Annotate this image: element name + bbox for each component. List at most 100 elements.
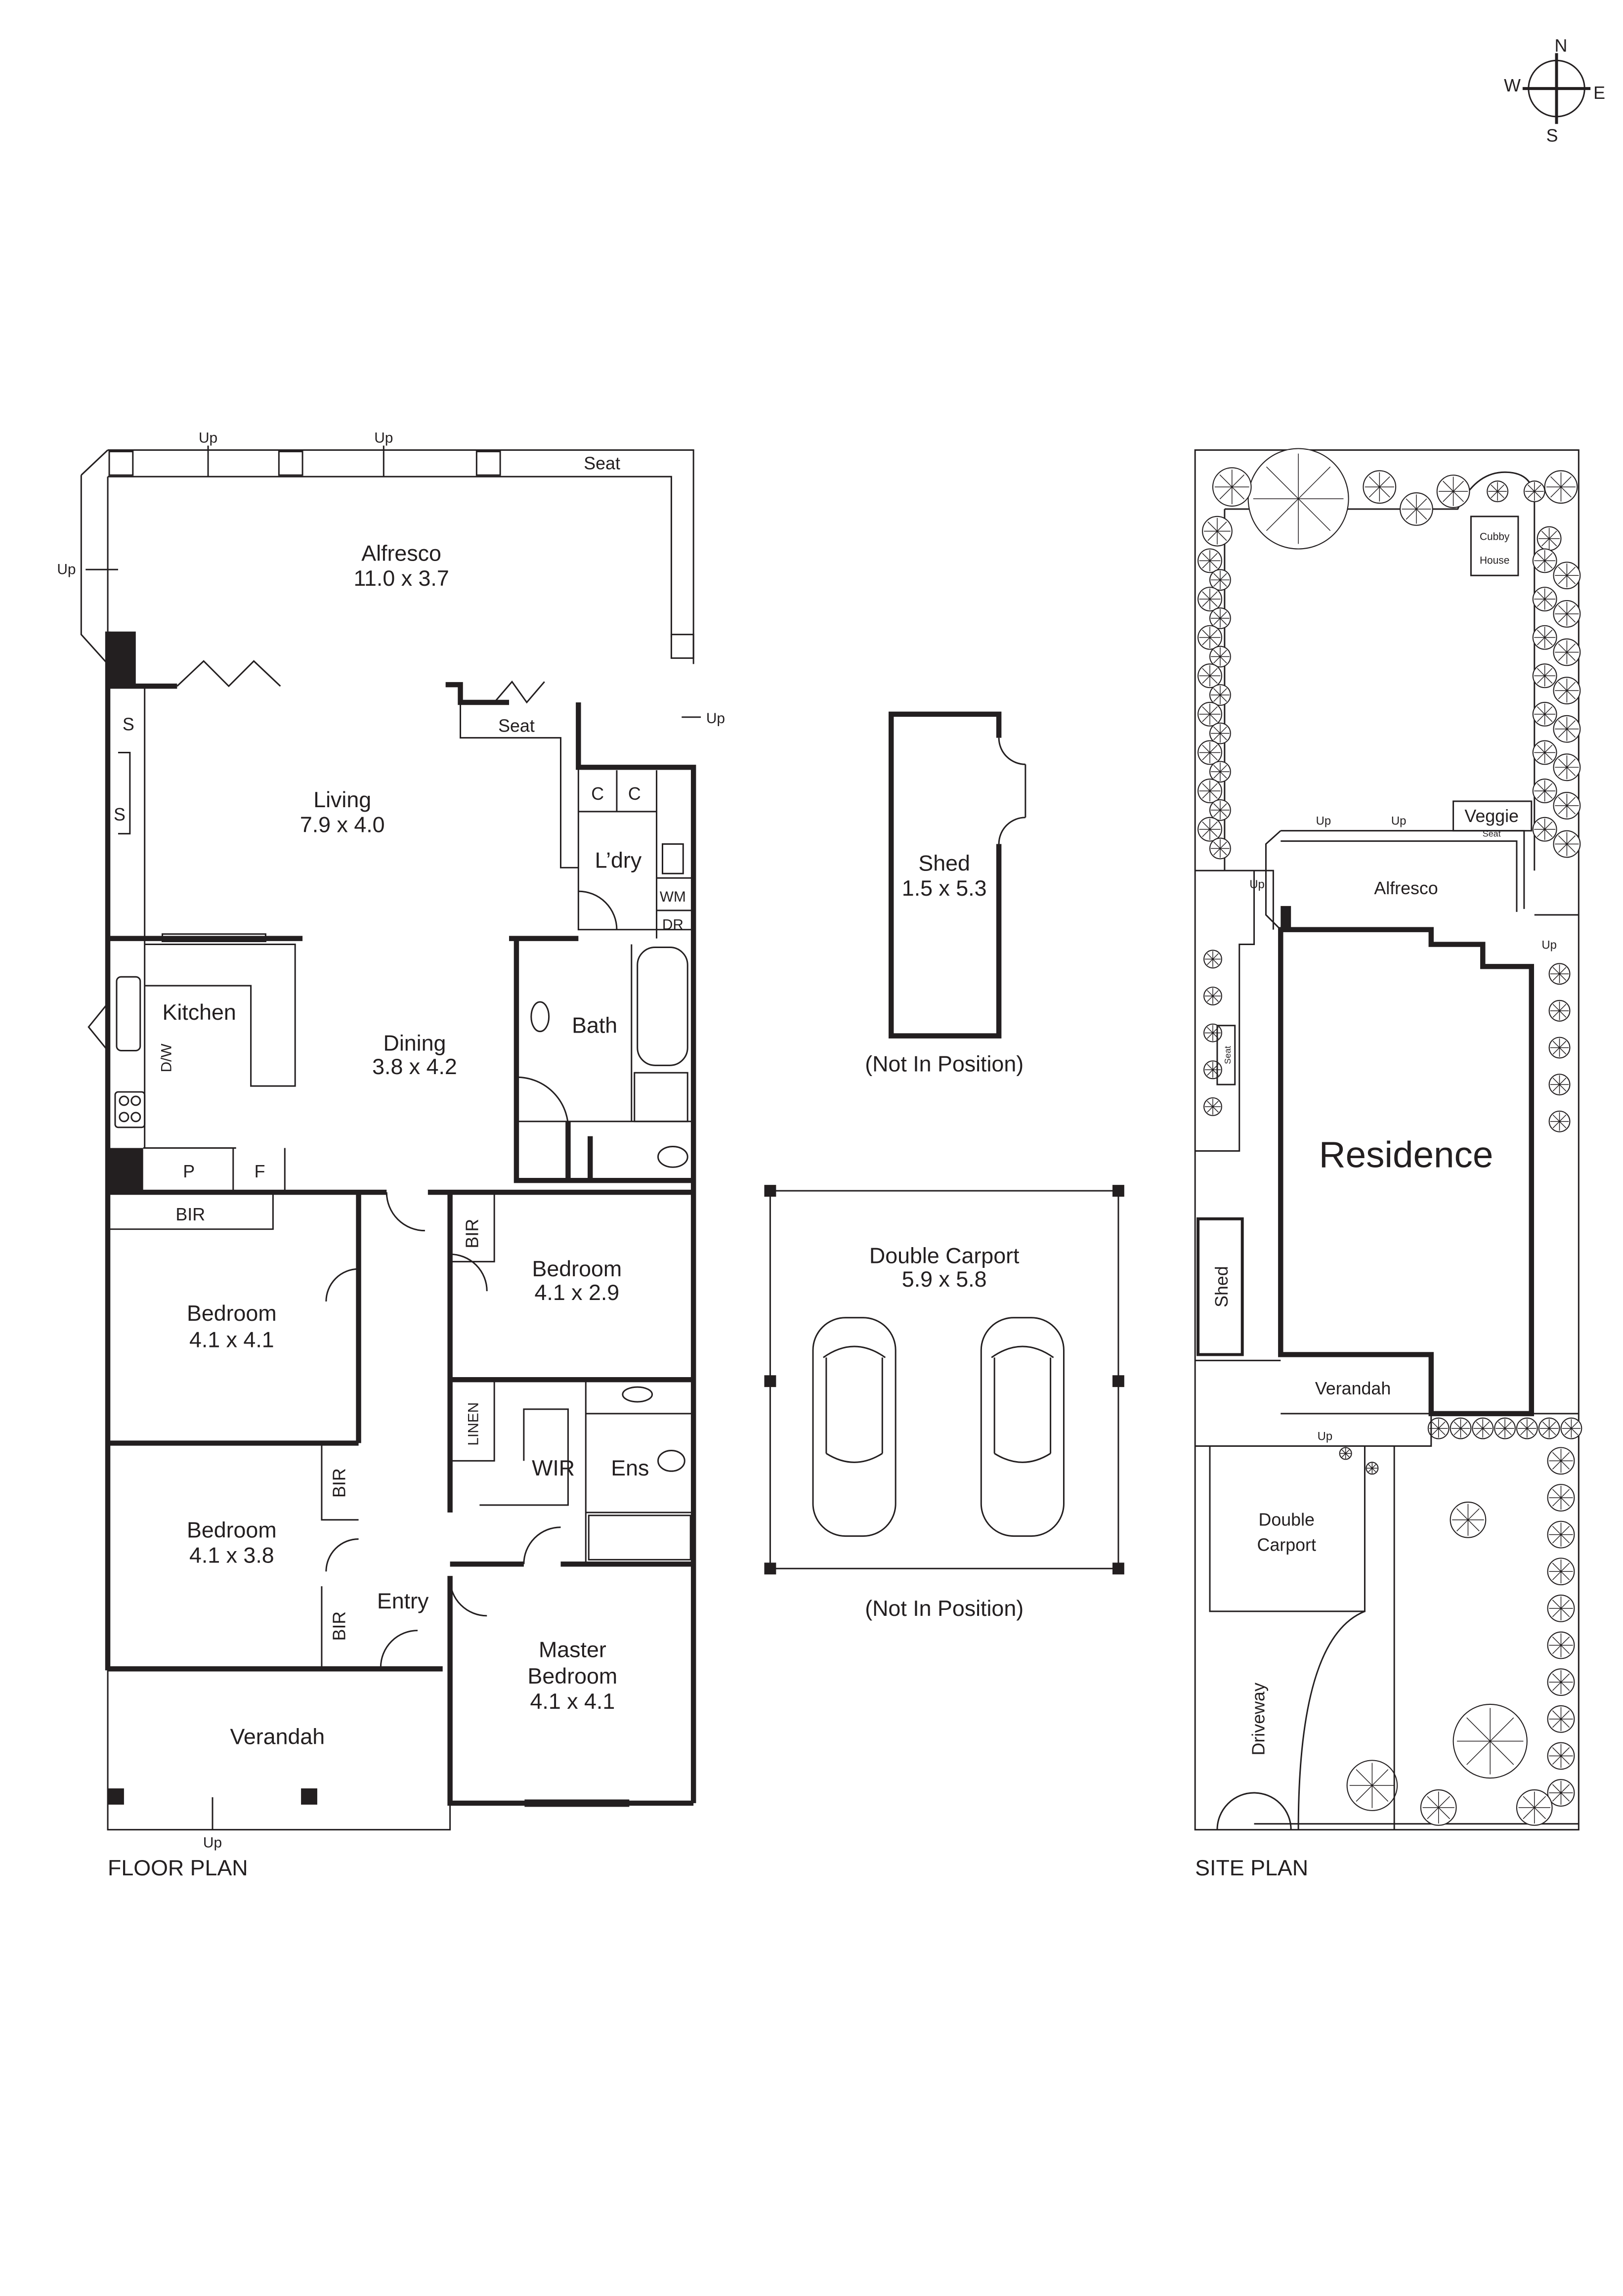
tree-icon (1203, 950, 1222, 969)
site-verandah-label: Verandah (1315, 1379, 1391, 1398)
tree-icon (1553, 600, 1581, 628)
built-in-robes (108, 1192, 694, 1668)
site-boundary (1194, 449, 1580, 1831)
carport-note: (Not In Position) (865, 1596, 1024, 1621)
shed-size: 1.5 x 5.3 (902, 876, 987, 901)
tree-icon (1197, 779, 1222, 804)
tree-icon (1197, 587, 1222, 611)
tree-icon (1427, 1417, 1450, 1439)
tree-icon (1212, 467, 1252, 507)
tree-icon (1202, 516, 1233, 547)
entry-label: Entry (377, 1589, 429, 1613)
bir-label: BIR (462, 1219, 482, 1249)
bedroom-4-size: 4.1 x 3.8 (189, 1543, 274, 1567)
bath-walls (513, 938, 694, 1183)
tree-icon (1197, 625, 1222, 650)
residence-label: Residence (1319, 1133, 1494, 1175)
tree-icon (1537, 526, 1562, 551)
site-shed-label: Shed (1212, 1266, 1232, 1307)
compass: N W E S (1504, 36, 1605, 145)
tree-icon (1197, 701, 1222, 727)
alfresco-size: 11.0 x 3.7 (353, 566, 449, 591)
pantry-fridge (143, 1147, 286, 1193)
bifold-doors (176, 660, 545, 704)
compass-n: N (1555, 36, 1568, 55)
tree-icon (1203, 1023, 1222, 1042)
tree-icon (1548, 999, 1571, 1022)
master-size: 4.1 x 4.1 (530, 1689, 615, 1714)
bedroom-4-name: Bedroom (187, 1518, 277, 1543)
dishwasher-label: D/W (158, 1043, 174, 1073)
tree-icon (1532, 701, 1557, 727)
alfresco-outline (80, 449, 694, 665)
car-icon (980, 1317, 1065, 1537)
tree-icon (1363, 470, 1397, 504)
cooktop-icon (114, 1091, 146, 1128)
alfresco-posts (108, 450, 694, 659)
tree-icon (1553, 753, 1581, 781)
laundry-label: L’dry (595, 848, 642, 872)
ensuite-basin-icon (622, 1386, 653, 1403)
compass-e: E (1593, 83, 1605, 103)
verandah-label: Verandah (230, 1725, 325, 1749)
tree-icon (1209, 646, 1231, 668)
tree-icon (1523, 480, 1545, 503)
window (524, 1799, 630, 1807)
shower-icon (634, 1072, 688, 1123)
site-carport (1209, 1445, 1366, 1612)
site-shed (1196, 1217, 1244, 1356)
storage-label: S (114, 805, 126, 824)
tree-icon (1366, 1462, 1379, 1475)
laundry-walls (577, 767, 694, 939)
storage-label: S (123, 715, 134, 735)
cubby-label-1: Cubby (1480, 531, 1510, 543)
fridge-label: F (255, 1162, 265, 1181)
door-swing (578, 890, 618, 930)
cupboard-label: C (591, 784, 604, 804)
cubby-house (1470, 516, 1519, 576)
tree-icon (1420, 1789, 1457, 1826)
living-name: Living (313, 787, 371, 812)
up-label: Up (199, 430, 217, 446)
tree-icon (1494, 1417, 1516, 1439)
cubby-label-2: House (1480, 555, 1509, 566)
tree-icon (1209, 569, 1231, 591)
basin-icon (530, 1001, 550, 1033)
up-label: Up (374, 430, 393, 446)
tree-icon (1516, 1417, 1538, 1439)
bath-label: Bath (572, 1013, 617, 1038)
tree-icon (1547, 1779, 1575, 1807)
tree-icon (1553, 638, 1581, 666)
door-swings (325, 1192, 561, 1668)
tree-icon (1553, 562, 1581, 590)
master-name-1: Master (539, 1637, 606, 1662)
tree-icon (1197, 663, 1222, 689)
wm-label: WM (660, 889, 686, 905)
site-carport-label-2: Carport (1257, 1535, 1316, 1555)
tree-icon (1450, 1501, 1487, 1538)
bir-label: BIR (175, 1205, 205, 1224)
exterior-walls (105, 631, 696, 1806)
floor-plan-title: FLOOR PLAN (108, 1856, 248, 1880)
up-label: Up (1318, 1430, 1333, 1443)
site-carport-label-1: Double (1258, 1510, 1315, 1530)
tree-icon (1203, 987, 1222, 1005)
bedroom-2-name: Bedroom (532, 1256, 622, 1281)
linen-label: LINEN (465, 1402, 481, 1446)
shed-walls (888, 711, 1002, 1039)
tree-icon (1209, 684, 1231, 706)
storage-cabinets (118, 686, 146, 939)
tree-icon (1450, 1417, 1472, 1439)
interior-walls (108, 1189, 694, 1567)
laundry-sink (662, 843, 684, 874)
tree-icon (1452, 1703, 1528, 1779)
tree-icon (1436, 475, 1470, 508)
master-name-2: Bedroom (528, 1664, 618, 1689)
tree-icon (1209, 607, 1231, 629)
living-size: 7.9 x 4.0 (300, 813, 385, 837)
floor-plan: Up Up Up Up Seat Alfresco 11.0 x 3.7 Sea… (57, 430, 725, 1881)
up-label: Up (706, 710, 725, 727)
tree-icon (1197, 548, 1222, 573)
carport-posts (764, 1185, 1124, 1575)
tree-icon (1553, 715, 1581, 743)
